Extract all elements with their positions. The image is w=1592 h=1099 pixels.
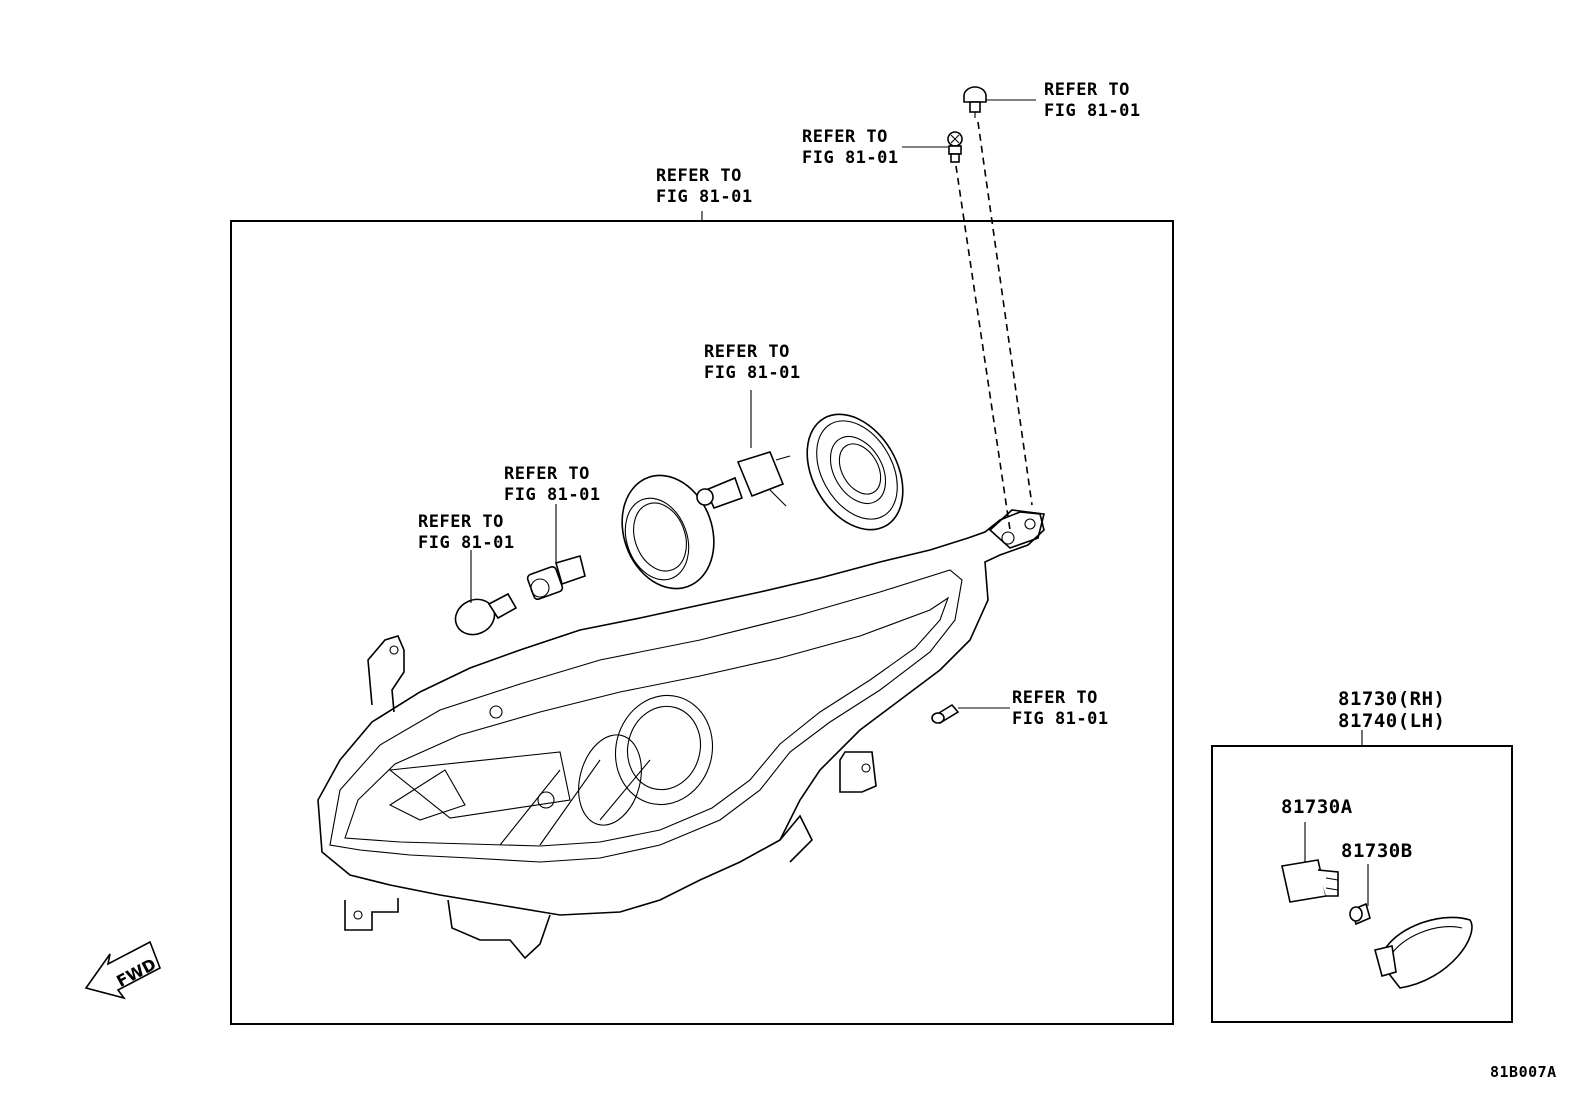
dust-cover xyxy=(806,413,904,531)
headlamp-body xyxy=(317,509,1045,960)
marker-socket xyxy=(1281,859,1339,903)
bulb-socket xyxy=(526,554,586,601)
refer-label-screw-lower: REFER TO FIG 81-01 xyxy=(802,127,899,169)
part-number-lh: 81740(LH) xyxy=(1338,710,1446,732)
refer-label-screw-upper: REFER TO FIG 81-01 xyxy=(1044,80,1141,122)
refer-line2: FIG 81-01 xyxy=(1012,709,1109,729)
dash-screw-upper xyxy=(977,121,1033,506)
part-number-rh: 81730(RH) xyxy=(1338,688,1446,710)
refer-line2: FIG 81-01 xyxy=(656,187,753,207)
screw-lower xyxy=(947,131,963,163)
headlamp-assembly-box xyxy=(230,220,1174,1025)
refer-line1: REFER TO xyxy=(656,166,742,186)
refer-line1: REFER TO xyxy=(1012,688,1098,708)
figure-code: 81B007A xyxy=(1490,1062,1557,1083)
refer-label-position-bulb: REFER TO FIG 81-01 xyxy=(1012,688,1109,730)
refer-line1: REFER TO xyxy=(1044,80,1130,100)
refer-line1: REFER TO xyxy=(802,127,888,147)
refer-line1: REFER TO xyxy=(704,342,790,362)
part-number-bulb-text: 81730B xyxy=(1341,840,1413,862)
side-marker-lamp xyxy=(1374,916,1473,989)
assembly-part-numbers: 81730(RH) 81740(LH) xyxy=(1338,688,1445,732)
refer-label-turn-bulb: REFER TO FIG 81-01 xyxy=(418,512,515,554)
turn-signal-bulb xyxy=(454,592,518,636)
refer-line2: FIG 81-01 xyxy=(418,533,515,553)
headlamp-bulb xyxy=(696,451,791,510)
part-number-socket: 81730A xyxy=(1281,796,1353,818)
side-marker-box xyxy=(1211,745,1513,1023)
marker-bulb xyxy=(1349,902,1371,926)
refer-line1: REFER TO xyxy=(504,464,590,484)
refer-line2: FIG 81-01 xyxy=(1044,101,1141,121)
refer-line2: FIG 81-01 xyxy=(704,363,801,383)
refer-label-socket: REFER TO FIG 81-01 xyxy=(504,464,601,506)
position-bulb xyxy=(931,703,960,725)
refer-label-headlamp-bulb: REFER TO FIG 81-01 xyxy=(704,342,801,384)
screw-upper xyxy=(963,86,987,118)
dash-screw-lower xyxy=(955,165,1011,531)
figure-code-text: 81B007A xyxy=(1490,1063,1557,1081)
refer-line2: FIG 81-01 xyxy=(802,148,899,168)
refer-label-assembly: REFER TO FIG 81-01 xyxy=(656,166,753,208)
part-number-socket-text: 81730A xyxy=(1281,796,1353,818)
refer-line1: REFER TO xyxy=(418,512,504,532)
fwd-arrow: FWD xyxy=(84,940,162,1000)
part-number-bulb: 81730B xyxy=(1341,840,1413,862)
retainer-ring xyxy=(621,474,715,590)
refer-line2: FIG 81-01 xyxy=(504,485,601,505)
